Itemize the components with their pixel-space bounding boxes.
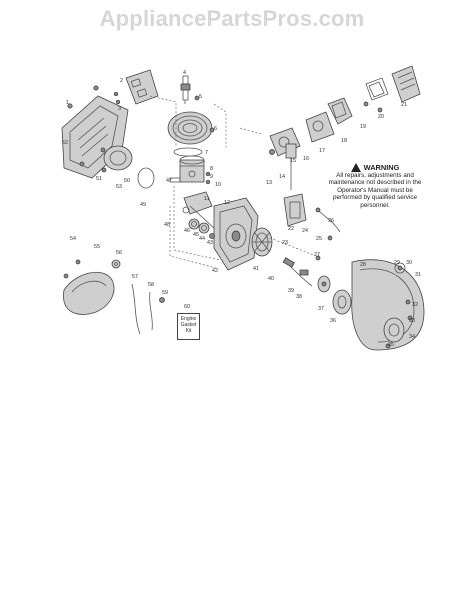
label-part-53: 53 bbox=[116, 184, 122, 190]
label-part-3: 3 bbox=[118, 106, 121, 112]
label-part-48: 48 bbox=[164, 222, 170, 228]
label-part-8: 8 bbox=[210, 166, 213, 172]
label-part-30: 30 bbox=[406, 260, 412, 266]
warning-triangle-icon bbox=[350, 163, 361, 172]
label-part-44: 44 bbox=[199, 236, 205, 242]
label-part-22: 22 bbox=[288, 226, 294, 232]
starter-housing bbox=[351, 259, 425, 351]
label-part-34: 34 bbox=[409, 334, 415, 340]
label-part-45: 45 bbox=[193, 232, 199, 238]
label-part-9: 9 bbox=[210, 174, 213, 180]
label-part-25: 25 bbox=[316, 236, 322, 242]
crankcase bbox=[213, 197, 259, 271]
label-part-13: 13 bbox=[266, 180, 272, 186]
label-part-57: 57 bbox=[132, 274, 138, 280]
label-part-50: 50 bbox=[124, 178, 130, 184]
starter-pawl bbox=[317, 275, 331, 293]
shield-clamp bbox=[111, 259, 121, 269]
label-part-56: 56 bbox=[116, 250, 122, 256]
throttle-cable bbox=[315, 207, 341, 241]
label-part-1: 1 bbox=[66, 100, 69, 106]
lower-shield bbox=[63, 259, 115, 315]
cylinder bbox=[167, 111, 215, 145]
label-part-7: 7 bbox=[205, 150, 208, 156]
warning-text: All repairs, adjustments and maintenance… bbox=[328, 172, 422, 209]
muffler-gasket-ring bbox=[137, 167, 155, 189]
label-part-38: 38 bbox=[296, 294, 302, 300]
part-labels: 1 2 3 4 5 6 7 8 9 10 11 12 13 14 15 16 1… bbox=[62, 70, 421, 348]
label-part-40: 40 bbox=[268, 276, 274, 282]
label-part-10: 10 bbox=[215, 182, 221, 188]
piston bbox=[179, 155, 205, 183]
muffler-screws bbox=[67, 85, 107, 173]
spark-plug bbox=[180, 75, 200, 104]
label-part-28: 28 bbox=[360, 262, 366, 268]
warning-notice: WARNING All repairs, adjustments and mai… bbox=[325, 163, 425, 209]
label-part-5: 5 bbox=[199, 94, 202, 100]
label-part-20: 20 bbox=[378, 114, 384, 120]
label-part-59: 59 bbox=[162, 290, 168, 296]
heat-shield bbox=[113, 69, 159, 105]
label-part-35: 35 bbox=[388, 342, 394, 348]
label-part-49: 49 bbox=[140, 202, 146, 208]
label-part-41: 41 bbox=[253, 266, 259, 272]
label-part-26: 26 bbox=[328, 218, 334, 224]
label-part-19: 19 bbox=[360, 124, 366, 130]
air-filter-cover bbox=[363, 65, 421, 113]
label-part-16: 16 bbox=[303, 156, 309, 162]
label-part-12: 12 bbox=[224, 200, 230, 206]
crankshaft bbox=[182, 191, 215, 229]
muffler-body bbox=[103, 145, 133, 171]
label-part-37: 37 bbox=[318, 306, 324, 312]
engine-gasket-kit-label: Engine Gasket Kit bbox=[177, 313, 200, 340]
label-part-36: 36 bbox=[330, 318, 336, 324]
flywheel bbox=[251, 227, 273, 257]
label-part-29: 29 bbox=[394, 260, 400, 266]
label-part-11: 11 bbox=[204, 196, 210, 202]
ignition-module bbox=[283, 193, 307, 227]
label-part-60: 60 bbox=[184, 304, 190, 310]
label-part-14: 14 bbox=[279, 174, 285, 180]
starter-screws bbox=[315, 255, 413, 349]
cylinder-gasket bbox=[173, 147, 203, 157]
label-part-27: 27 bbox=[314, 252, 320, 258]
fuel-primer-bulb bbox=[285, 143, 297, 190]
label-part-6: 6 bbox=[214, 126, 217, 132]
assembly-dashed-lines bbox=[149, 95, 317, 269]
label-part-47: 47 bbox=[166, 178, 172, 184]
label-part-23: 23 bbox=[282, 240, 288, 246]
label-part-51: 51 bbox=[96, 176, 102, 182]
label-part-55: 55 bbox=[94, 244, 100, 250]
bearings-seals bbox=[188, 218, 215, 239]
label-part-2: 2 bbox=[120, 78, 123, 84]
air-filter-element bbox=[365, 77, 389, 101]
fuel-line bbox=[131, 283, 165, 335]
warning-title: WARNING bbox=[363, 162, 400, 172]
label-part-42: 42 bbox=[212, 268, 218, 274]
starter-spring bbox=[394, 262, 406, 274]
watermark-site-name: AppliancePartsPros.com bbox=[99, 6, 365, 31]
label-part-43: 43 bbox=[207, 240, 213, 246]
label-part-39: 39 bbox=[288, 288, 294, 294]
air-filter-housing bbox=[327, 97, 353, 125]
label-part-15: 15 bbox=[290, 158, 296, 164]
label-part-54: 54 bbox=[70, 236, 76, 242]
label-part-18: 18 bbox=[341, 138, 347, 144]
label-part-21: 21 bbox=[401, 102, 407, 108]
label-part-24: 24 bbox=[302, 228, 308, 234]
starter-rope-handle bbox=[282, 257, 313, 287]
label-part-17: 17 bbox=[319, 148, 325, 154]
label-part-33: 33 bbox=[409, 318, 415, 324]
starter-pulley bbox=[332, 289, 352, 315]
label-part-32: 32 bbox=[412, 302, 418, 308]
label-part-46: 46 bbox=[184, 228, 190, 234]
label-part-4: 4 bbox=[183, 70, 186, 76]
label-part-31: 31 bbox=[415, 272, 421, 278]
label-part-52: 52 bbox=[62, 140, 68, 146]
carburetor-adapter bbox=[305, 111, 335, 143]
label-part-58: 58 bbox=[148, 282, 154, 288]
piston-pin bbox=[169, 171, 211, 185]
